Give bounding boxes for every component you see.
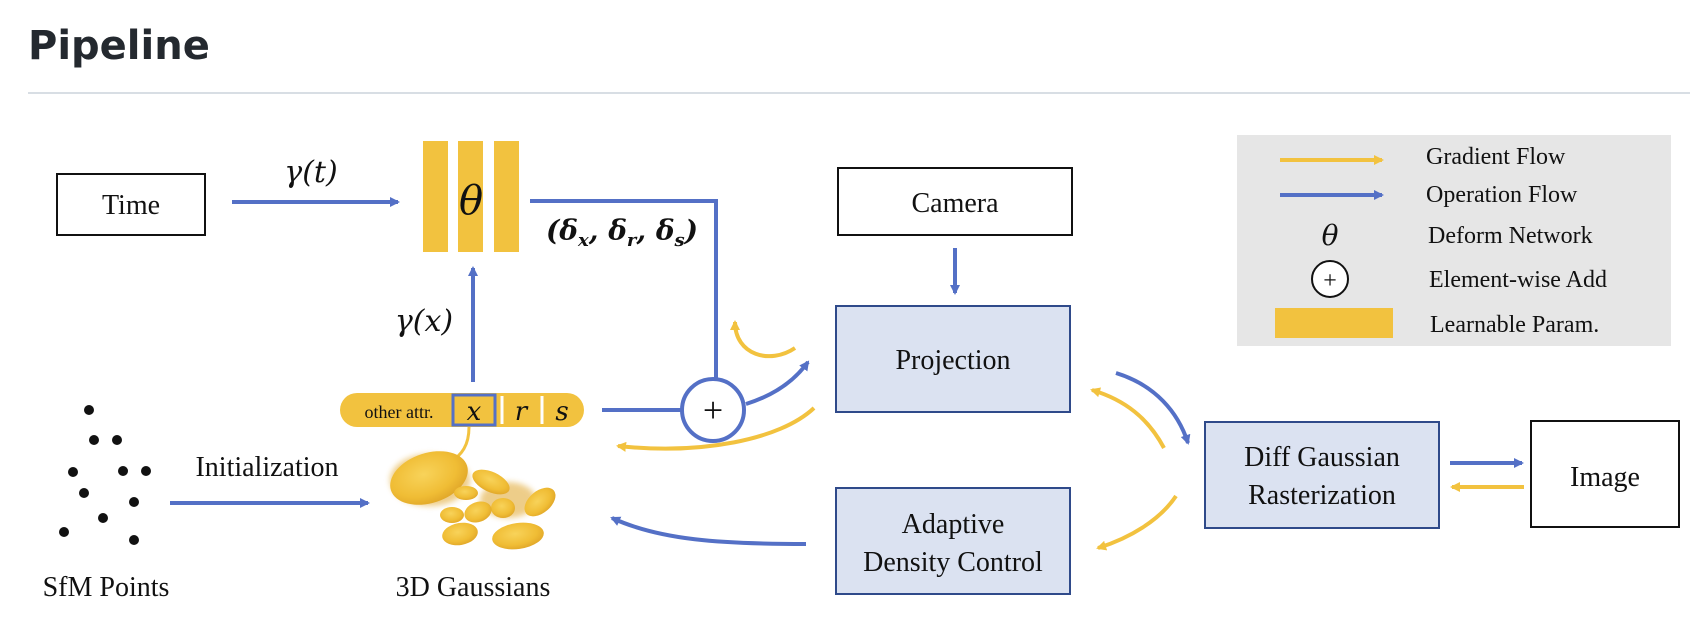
rasterizer-label-line2: Rasterization [1248,480,1396,511]
deltas-label: (δx, δr, δs) [546,214,698,251]
rasterizer-to-projection-gradient [1090,387,1166,449]
x-attr-label: x [467,397,482,427]
s-attr-label: s [555,397,568,427]
other-attr-label: other attr. [365,402,434,422]
gaussian-attribute-bar: other attr. x r s [340,393,584,427]
gamma-t-label: γ(t) [284,155,337,190]
gradient-to-deform-arrow [730,320,797,359]
adaptive-label-line2: Density Control [863,547,1043,578]
deform-output-line [530,199,718,378]
element-wise-add-node: + [680,377,746,443]
theta-symbol: θ [459,178,483,224]
image-node: Image [1530,420,1680,528]
legend-element-wise-add: Element-wise Add [1429,267,1607,293]
gaussian-blobs-icon [390,451,556,550]
projection-node: Projection [835,305,1071,413]
r-attr-label: r [515,397,529,427]
rasterizer-to-density-control-gradient [1096,494,1178,551]
camera-node: Camera [837,167,1073,236]
legend-plus-symbol: + [1323,268,1337,294]
projection-to-rasterizer-arrow [1115,371,1191,445]
rasterizer-node: Diff Gaussian Rasterization [1204,421,1440,529]
deform-network: θ [423,141,519,252]
legend-learnable-swatch [1275,308,1393,338]
projection-label: Projection [895,345,1010,376]
initialization-label: Initialization [195,452,338,483]
time-node: Time [56,173,206,236]
legend-gradient-flow: Gradient Flow [1426,144,1566,170]
camera-label: Camera [911,188,999,219]
title-divider [28,92,1690,94]
sfm-points-icon [59,405,151,545]
time-label: Time [102,190,160,221]
add-to-projection-arrow [745,360,810,406]
sfm-points-label: SfM Points [43,572,170,603]
image-label: Image [1570,462,1640,493]
gradient-to-gaussians-arrow [616,406,816,452]
gaussians-label: 3D Gaussians [396,572,551,603]
page-title: Pipeline [28,23,210,69]
legend-theta-symbol: θ [1322,219,1339,252]
adaptive-density-control-node: Adaptive Density Control [835,487,1071,595]
density-control-to-gaussians-arrow [610,516,807,546]
gamma-x-label: γ(x) [395,304,453,339]
plus-symbol: + [703,390,723,430]
adaptive-label-line1: Adaptive [902,509,1005,540]
legend-deform-network: Deform Network [1428,223,1593,249]
rasterizer-label-line1: Diff Gaussian [1244,442,1400,473]
legend: Gradient Flow Operation Flow θ Deform Ne… [1237,135,1671,346]
legend-operation-flow: Operation Flow [1426,182,1578,208]
legend-learnable-param: Learnable Param. [1430,312,1599,338]
